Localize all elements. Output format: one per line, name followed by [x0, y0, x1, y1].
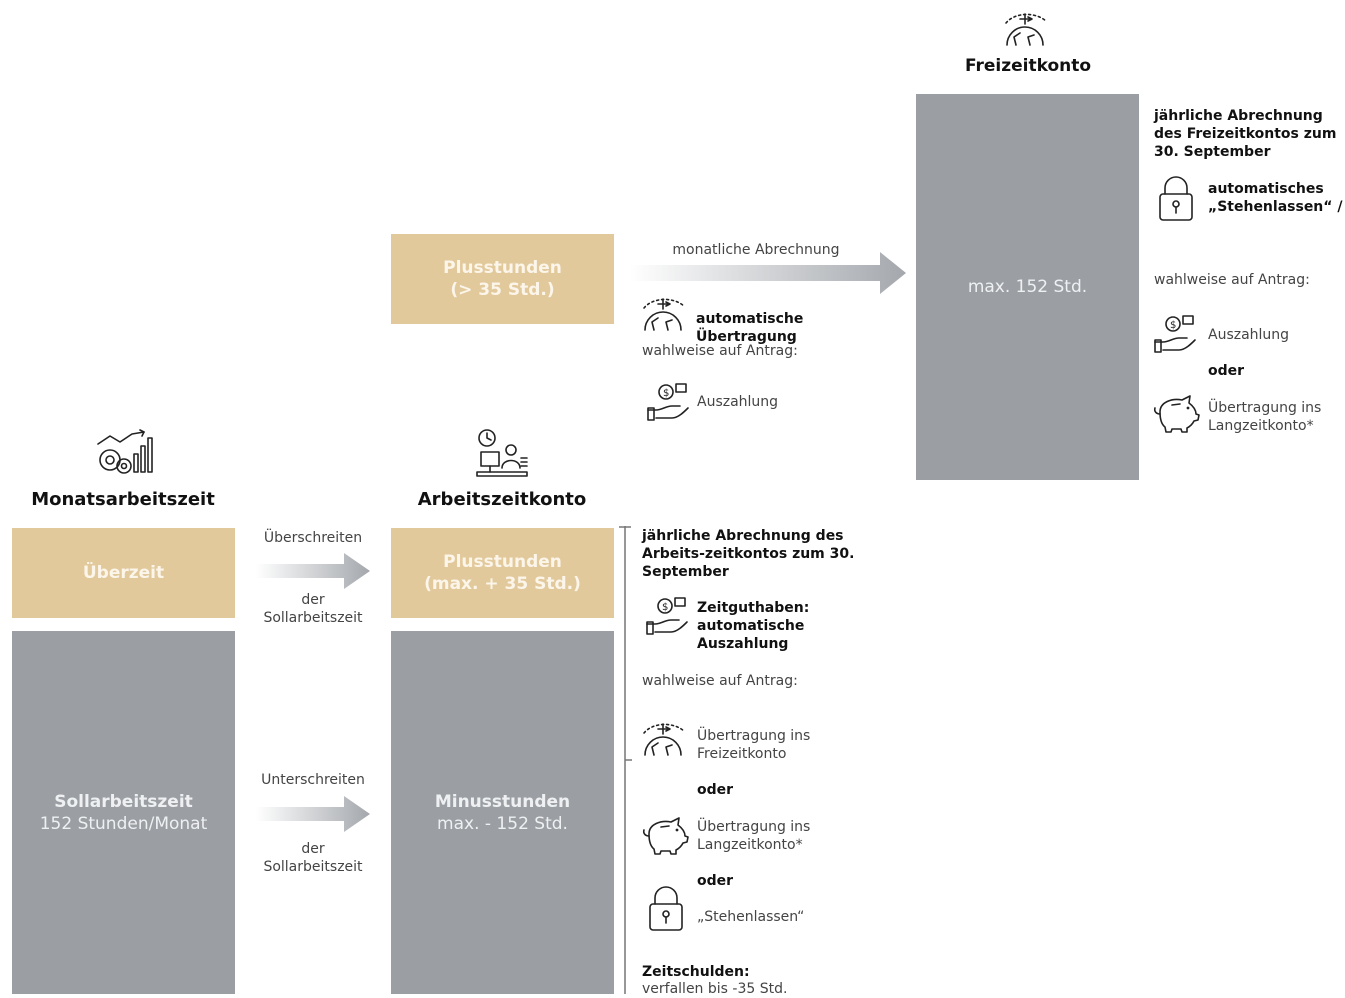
svg-text:$: $ — [1170, 320, 1176, 331]
arrow-over-top-label: Überschreiten — [263, 530, 363, 546]
plane-globe-icon — [1004, 9, 1048, 47]
azk-plus-title: Plusstunden — [443, 552, 562, 572]
azk-credit: Zeitguthaben: automatische Auszahlung — [697, 600, 810, 652]
sollarbeitszeit-box: Sollarbeitszeit 152 Stunden/Monat — [12, 631, 235, 994]
arrow-over — [256, 553, 370, 589]
minusstunden-box: Minusstunden max. - 152 Std. — [391, 631, 614, 994]
azk-annual-title: jährliche Abrechnung des Arbeits-zeitkon… — [642, 528, 855, 580]
hand-money-icon: $ — [1153, 312, 1197, 356]
arrow-under-top-label: Unterschreiten — [261, 772, 365, 788]
hand-money-icon: $ — [645, 594, 689, 638]
freizeitkonto-box: max. 152 Std. — [916, 94, 1139, 480]
freizeit-lzk: Übertragung ins Langzeitkonto* — [1208, 400, 1322, 434]
plus-top-title: Plusstunden — [443, 258, 562, 278]
freizeit-payout: Auszahlung — [1208, 327, 1290, 343]
arrow-monthly — [630, 252, 906, 294]
plus-top-sub: (> 35 Std.) — [450, 280, 555, 300]
freizeitkonto-heading: Freizeitkonto — [964, 56, 1092, 76]
arbeitszeitkonto-heading: Arbeitszeitkonto — [417, 489, 587, 510]
minusstunden-title: Minusstunden — [434, 791, 571, 812]
hand-money-icon: $ — [646, 380, 690, 424]
azk-oder1: oder — [697, 782, 734, 798]
azk-opt3: „Stehenlassen“ — [697, 909, 805, 925]
svg-text:$: $ — [662, 602, 668, 613]
freizeit-oder: oder — [1208, 363, 1245, 379]
freizeitkonto-max: max. 152 Std. — [967, 277, 1088, 297]
freizeit-optional: wahlweise auf Antrag: — [1154, 272, 1310, 288]
freizeit-stehen: automatisches „Stehenlassen“ / — [1208, 181, 1343, 215]
piggy-bank-icon — [641, 814, 689, 856]
monthly-label: monatliche Abrechnung — [672, 242, 840, 258]
arrow-under-bottom-label: der Sollarbeitszeit — [263, 841, 363, 875]
azk-plusstunden-box: Plusstunden (max. + 35 Std.) — [391, 528, 614, 618]
gears-chart-icon — [94, 428, 154, 476]
plane-globe-icon — [642, 719, 686, 757]
arrow-under — [256, 796, 370, 832]
ueberzeit-box: Überzeit — [12, 528, 235, 618]
monatsarbeitszeit-heading: Monatsarbeitszeit — [31, 489, 215, 510]
azk-opt1: Übertragung ins Freizeitkonto — [697, 728, 811, 762]
piggy-bank-icon — [1152, 392, 1200, 434]
optional-label-top: wahlweise auf Antrag: — [642, 343, 798, 359]
freizeit-annual: jährliche Abrechnung des Freizeitkontos … — [1154, 108, 1337, 160]
padlock-icon — [1157, 176, 1195, 222]
minusstunden-sub: max. - 152 Std. — [437, 813, 568, 834]
sollarbeitszeit-sub: 152 Stunden/Monat — [39, 813, 208, 834]
auto-transfer-label: automatische Übertragung — [696, 311, 804, 345]
azk-debt-title: Zeitschulden: — [642, 964, 750, 980]
padlock-icon — [647, 886, 685, 932]
clock-worker-icon — [475, 428, 531, 478]
sollarbeitszeit-title: Sollarbeitszeit — [54, 791, 193, 812]
payout-label-top: Auszahlung — [697, 394, 779, 410]
svg-text:$: $ — [663, 388, 669, 399]
ueberzeit-label: Überzeit — [82, 563, 165, 583]
azk-optional: wahlweise auf Antrag: — [642, 673, 798, 689]
arrow-over-bottom-label: der Sollarbeitszeit — [263, 592, 363, 626]
azk-plus-sub: (max. + 35 Std.) — [424, 574, 581, 594]
plane-globe-icon — [642, 294, 686, 332]
azk-opt2: Übertragung ins Langzeitkonto* — [697, 819, 811, 853]
azk-debt-sub: verfallen bis -35 Std. — [642, 981, 788, 997]
azk-oder2: oder — [697, 873, 734, 889]
bracket-line — [619, 526, 632, 994]
plusstunden-over-35-box: Plusstunden (> 35 Std.) — [391, 234, 614, 324]
